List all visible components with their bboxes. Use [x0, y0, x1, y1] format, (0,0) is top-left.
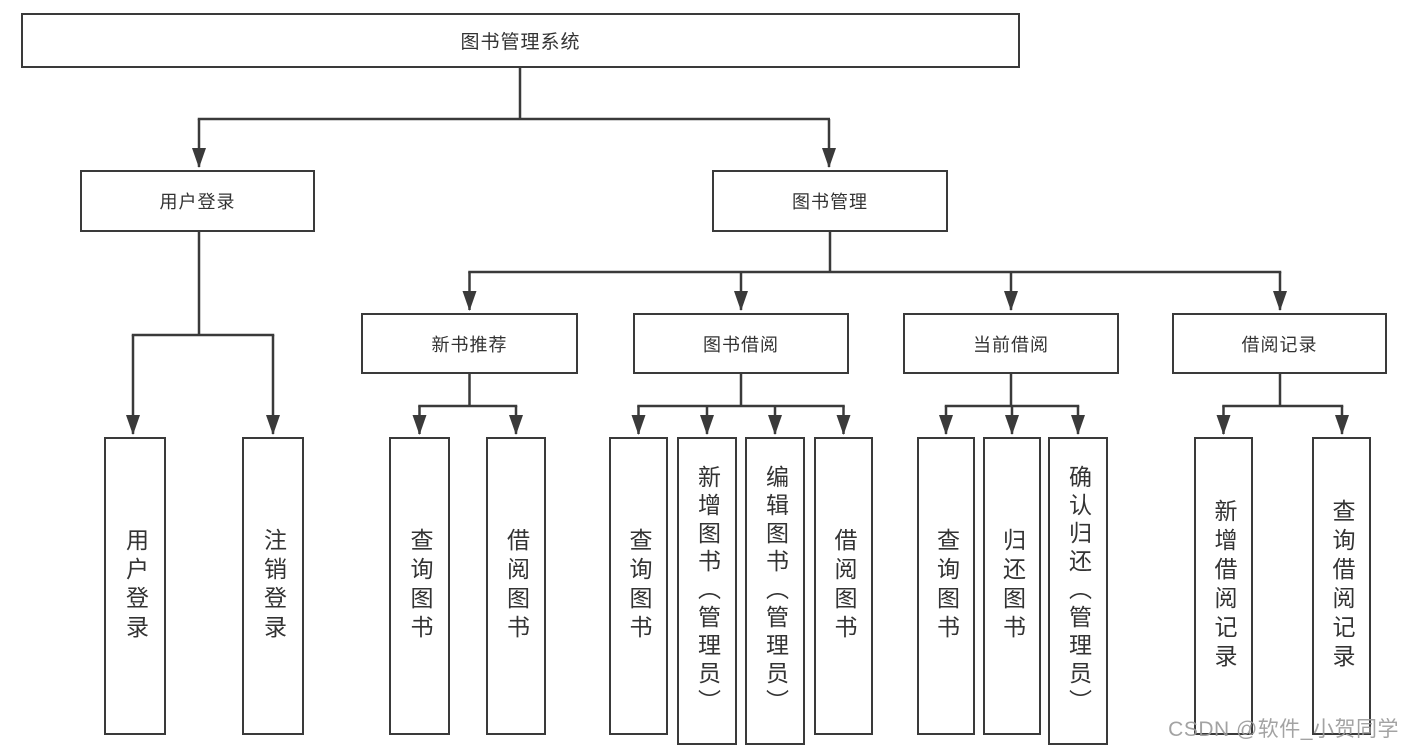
node-book-management-label: 图书管理: [792, 192, 868, 212]
node-library-system-label: 图书管理系统: [460, 32, 581, 53]
node-borrow-records: 借阅记录: [1172, 313, 1387, 374]
node-leaf-current-return-books: 归还图书: [983, 437, 1041, 735]
node-current-borrow: 当前借阅: [903, 313, 1119, 374]
node-leaf-current-confirm-return-admin-label: 确认归还（管理员）: [1065, 465, 1092, 717]
node-leaf-borrow-query-books: 查询图书: [609, 437, 668, 735]
node-leaf-records-add-record-label: 新增借阅记录: [1211, 499, 1237, 673]
node-leaf-recommend-query-books: 查询图书: [389, 437, 450, 735]
node-leaf-borrow-edit-books-admin-label: 编辑图书（管理员）: [762, 465, 789, 717]
node-book-borrow: 图书借阅: [633, 313, 849, 374]
node-library-system: 图书管理系统: [21, 13, 1020, 68]
node-leaf-recommend-borrow-books: 借阅图书: [486, 437, 546, 735]
node-leaf-current-confirm-return-admin: 确认归还（管理员）: [1048, 437, 1108, 745]
node-leaf-borrow-query-books-label: 查询图书: [626, 528, 652, 644]
node-leaf-logout: 注销登录: [242, 437, 304, 735]
node-leaf-borrow-edit-books-admin: 编辑图书（管理员）: [745, 437, 805, 745]
node-user-login-label: 用户登录: [159, 192, 236, 212]
node-leaf-borrow-borrow-books-label: 借阅图书: [831, 528, 857, 644]
node-book-borrow-label: 图书借阅: [703, 334, 779, 355]
node-leaf-current-return-books-label: 归还图书: [999, 528, 1026, 644]
node-user-login: 用户登录: [80, 170, 315, 232]
node-leaf-current-query-books: 查询图书: [917, 437, 975, 735]
node-leaf-logout-label: 注销登录: [260, 528, 287, 644]
node-leaf-user-login-label: 用户登录: [122, 528, 149, 644]
node-current-borrow-label: 当前借阅: [973, 334, 1049, 355]
node-leaf-records-add-record: 新增借阅记录: [1194, 437, 1253, 735]
node-book-management: 图书管理: [712, 170, 948, 232]
node-leaf-recommend-borrow-books-label: 借阅图书: [503, 528, 530, 644]
node-leaf-borrow-borrow-books: 借阅图书: [814, 437, 873, 735]
node-leaf-records-query-record-label: 查询借阅记录: [1329, 499, 1355, 673]
node-new-book-recommend: 新书推荐: [361, 313, 578, 374]
node-borrow-records-label: 借阅记录: [1241, 334, 1318, 355]
node-leaf-current-query-books-label: 查询图书: [933, 528, 960, 644]
node-leaf-records-query-record: 查询借阅记录: [1312, 437, 1371, 735]
node-leaf-borrow-add-books-admin-label: 新增图书（管理员）: [694, 465, 721, 717]
node-leaf-recommend-query-books-label: 查询图书: [407, 528, 433, 644]
node-new-book-recommend-label: 新书推荐: [431, 334, 508, 355]
node-leaf-user-login: 用户登录: [104, 437, 166, 735]
node-leaf-borrow-add-books-admin: 新增图书（管理员）: [677, 437, 737, 745]
